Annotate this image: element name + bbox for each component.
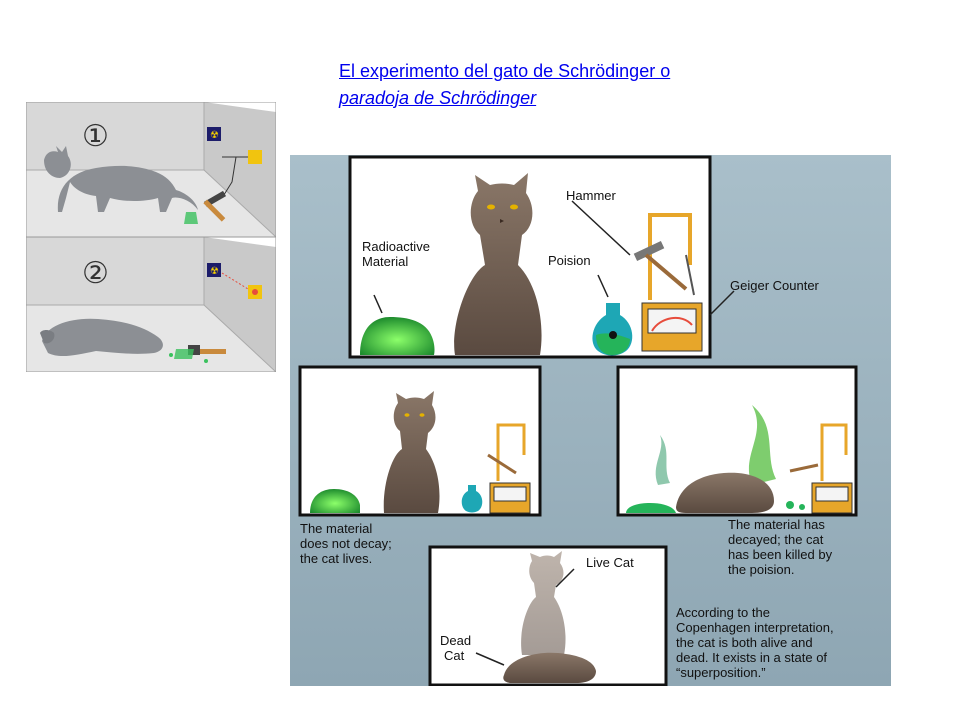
panel-2-number: ② <box>82 257 109 290</box>
label-radioactive-1: Radioactive <box>362 239 430 254</box>
label-decay-3: has been killed by <box>728 547 833 562</box>
label-copenhagen-3: the cat is both alive and <box>676 635 813 650</box>
title-line-1: El experimento del gato de Schrödinger o <box>339 61 671 81</box>
label-decay-4: the poision. <box>728 562 795 577</box>
top-panel <box>348 155 735 359</box>
label-copenhagen-5: “superposition.” <box>676 665 766 680</box>
label-copenhagen-4: dead. It exists in a state of <box>676 650 827 665</box>
label-no-decay-1: The material <box>300 521 372 536</box>
cat-lives-panel <box>298 365 542 517</box>
label-radioactive-2: Material <box>362 254 408 269</box>
label-live-cat: Live Cat <box>586 555 634 570</box>
label-copenhagen-1: According to the <box>676 605 770 620</box>
svg-text:☢: ☢ <box>210 266 219 277</box>
label-dead-cat-2: Cat <box>444 648 465 663</box>
right-experiment-figure: Hammer Radioactive Material Poision Geig… <box>290 155 891 686</box>
left-experiment-figure: ① ☢ ② ☢ <box>26 102 276 372</box>
label-copenhagen-2: Copenhagen interpretation, <box>676 620 834 635</box>
label-no-decay-3: the cat lives. <box>300 551 372 566</box>
cat-dead-panel <box>616 365 858 517</box>
label-geiger: Geiger Counter <box>730 278 820 293</box>
superposition-panel <box>428 545 668 686</box>
title-link[interactable]: El experimento del gato de Schrödinger o… <box>339 58 839 112</box>
label-decay-2: decayed; the cat <box>728 532 824 547</box>
label-poison: Poision <box>548 253 591 268</box>
panel-1: ① ☢ <box>26 102 276 238</box>
label-no-decay-2: does not decay; <box>300 536 392 551</box>
title-line-2: paradoja de Schrödinger <box>339 88 537 108</box>
panel-2: ② ☢ <box>26 236 276 372</box>
label-decay-1: The material has <box>728 517 825 532</box>
panel-1-number: ① <box>82 120 109 153</box>
label-hammer: Hammer <box>566 188 617 203</box>
label-dead-cat-1: Dead <box>440 633 471 648</box>
svg-text:☢: ☢ <box>210 130 219 141</box>
